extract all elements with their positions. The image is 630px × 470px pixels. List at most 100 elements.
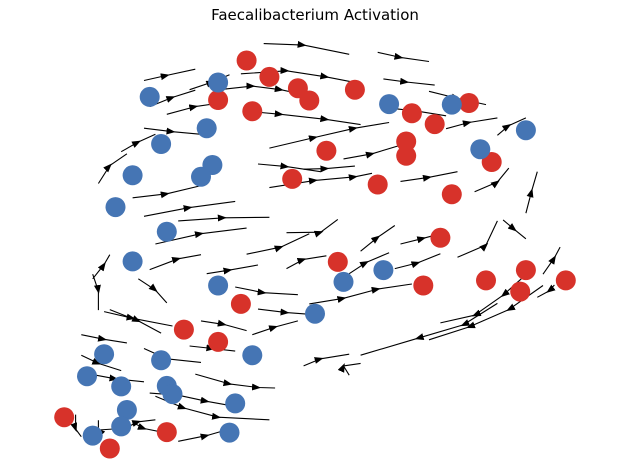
chart-title: Faecalibacterium Activation	[211, 6, 419, 24]
streamline-64	[97, 153, 128, 184]
point-red-8	[424, 114, 445, 135]
point-blue-4	[515, 120, 536, 141]
point-red-29	[156, 422, 177, 443]
streamline-40	[235, 286, 298, 296]
point-blue-12	[156, 221, 177, 242]
streamline-58	[337, 362, 361, 376]
point-blue-6	[196, 118, 217, 139]
streamline-36	[149, 254, 202, 271]
point-red-9	[458, 93, 479, 113]
point-red-28	[99, 438, 120, 459]
point-red-18	[327, 251, 348, 272]
point-red-15	[441, 184, 462, 205]
point-blue-25	[225, 393, 246, 414]
point-blue-22	[111, 376, 132, 397]
point-blue-19	[94, 344, 115, 365]
point-red-3	[299, 90, 320, 111]
streamline-43	[360, 302, 498, 356]
point-red-24	[230, 293, 251, 314]
streamline-0	[149, 89, 196, 108]
streamline-66	[143, 68, 196, 82]
streamline-6	[143, 127, 207, 136]
streamline-41	[309, 283, 412, 305]
point-red-10	[396, 145, 417, 166]
streamline-67	[92, 274, 101, 311]
point-red-19	[413, 275, 434, 296]
point-red-26	[208, 331, 229, 352]
streamline-20	[132, 185, 202, 199]
streamline-57	[303, 353, 350, 367]
streamline-47	[200, 319, 247, 332]
streamline-31	[537, 284, 556, 298]
point-blue-20	[151, 350, 172, 371]
streamline-17	[400, 171, 458, 182]
streamline-51	[81, 354, 122, 372]
point-blue-16	[373, 260, 394, 281]
streamline-35	[206, 264, 259, 275]
streamline-30	[542, 246, 561, 275]
streamline-8	[383, 77, 435, 86]
scatter-points	[54, 50, 576, 459]
point-red-27	[54, 407, 75, 428]
streamline-49	[103, 311, 173, 327]
point-red-7	[401, 103, 422, 124]
point-red-6	[344, 79, 365, 100]
point-blue-21	[77, 366, 97, 387]
point-red-13	[282, 168, 303, 189]
point-red-17	[430, 227, 451, 248]
streamline-28	[457, 220, 498, 258]
point-blue-15	[333, 271, 354, 292]
streamline-7	[269, 121, 390, 149]
point-red-22	[555, 270, 576, 291]
streamline-26	[360, 225, 396, 252]
point-blue-13	[122, 251, 143, 272]
streamline-68	[263, 40, 350, 55]
streamline-46	[252, 320, 299, 336]
streamline-56	[195, 373, 276, 391]
streamline-21	[143, 200, 236, 217]
streamline-22	[178, 214, 270, 222]
streamline-11	[445, 117, 498, 130]
streamline-25	[246, 233, 310, 255]
point-red-1	[259, 66, 280, 87]
point-red-4	[208, 90, 229, 110]
point-red-12	[316, 140, 337, 161]
point-red-25	[173, 319, 194, 340]
point-blue-14	[208, 275, 229, 296]
streamline-34	[286, 255, 327, 270]
point-blue-26	[219, 422, 240, 443]
point-red-5	[242, 101, 263, 122]
point-blue-9	[122, 165, 143, 186]
streamline-59	[70, 414, 82, 438]
point-blue-7	[151, 134, 172, 154]
streamline-24	[286, 218, 339, 238]
streamline-69	[377, 51, 430, 63]
point-blue-5	[470, 139, 491, 160]
streamline-38	[137, 278, 168, 304]
point-blue-24	[162, 384, 183, 405]
point-red-23	[510, 281, 531, 302]
point-blue-27	[116, 400, 137, 420]
point-blue-0	[139, 86, 160, 107]
point-red-14	[367, 174, 388, 195]
point-red-11	[396, 131, 417, 152]
point-blue-29	[82, 425, 103, 446]
point-blue-11	[105, 197, 126, 218]
streamline-5	[246, 110, 361, 126]
streamline-54	[149, 390, 236, 407]
point-red-20	[476, 270, 496, 291]
point-blue-10	[191, 166, 211, 187]
streamline-19	[525, 171, 538, 214]
streamline-65	[120, 133, 156, 153]
point-blue-3	[441, 94, 462, 115]
streamline-12	[497, 117, 527, 136]
point-blue-28	[111, 416, 132, 437]
streamline-32	[394, 253, 441, 270]
streamline-15	[257, 162, 321, 173]
streamline-39	[109, 309, 162, 334]
point-blue-2	[379, 94, 400, 115]
point-blue-18	[242, 345, 263, 366]
streamline-29	[502, 219, 527, 240]
